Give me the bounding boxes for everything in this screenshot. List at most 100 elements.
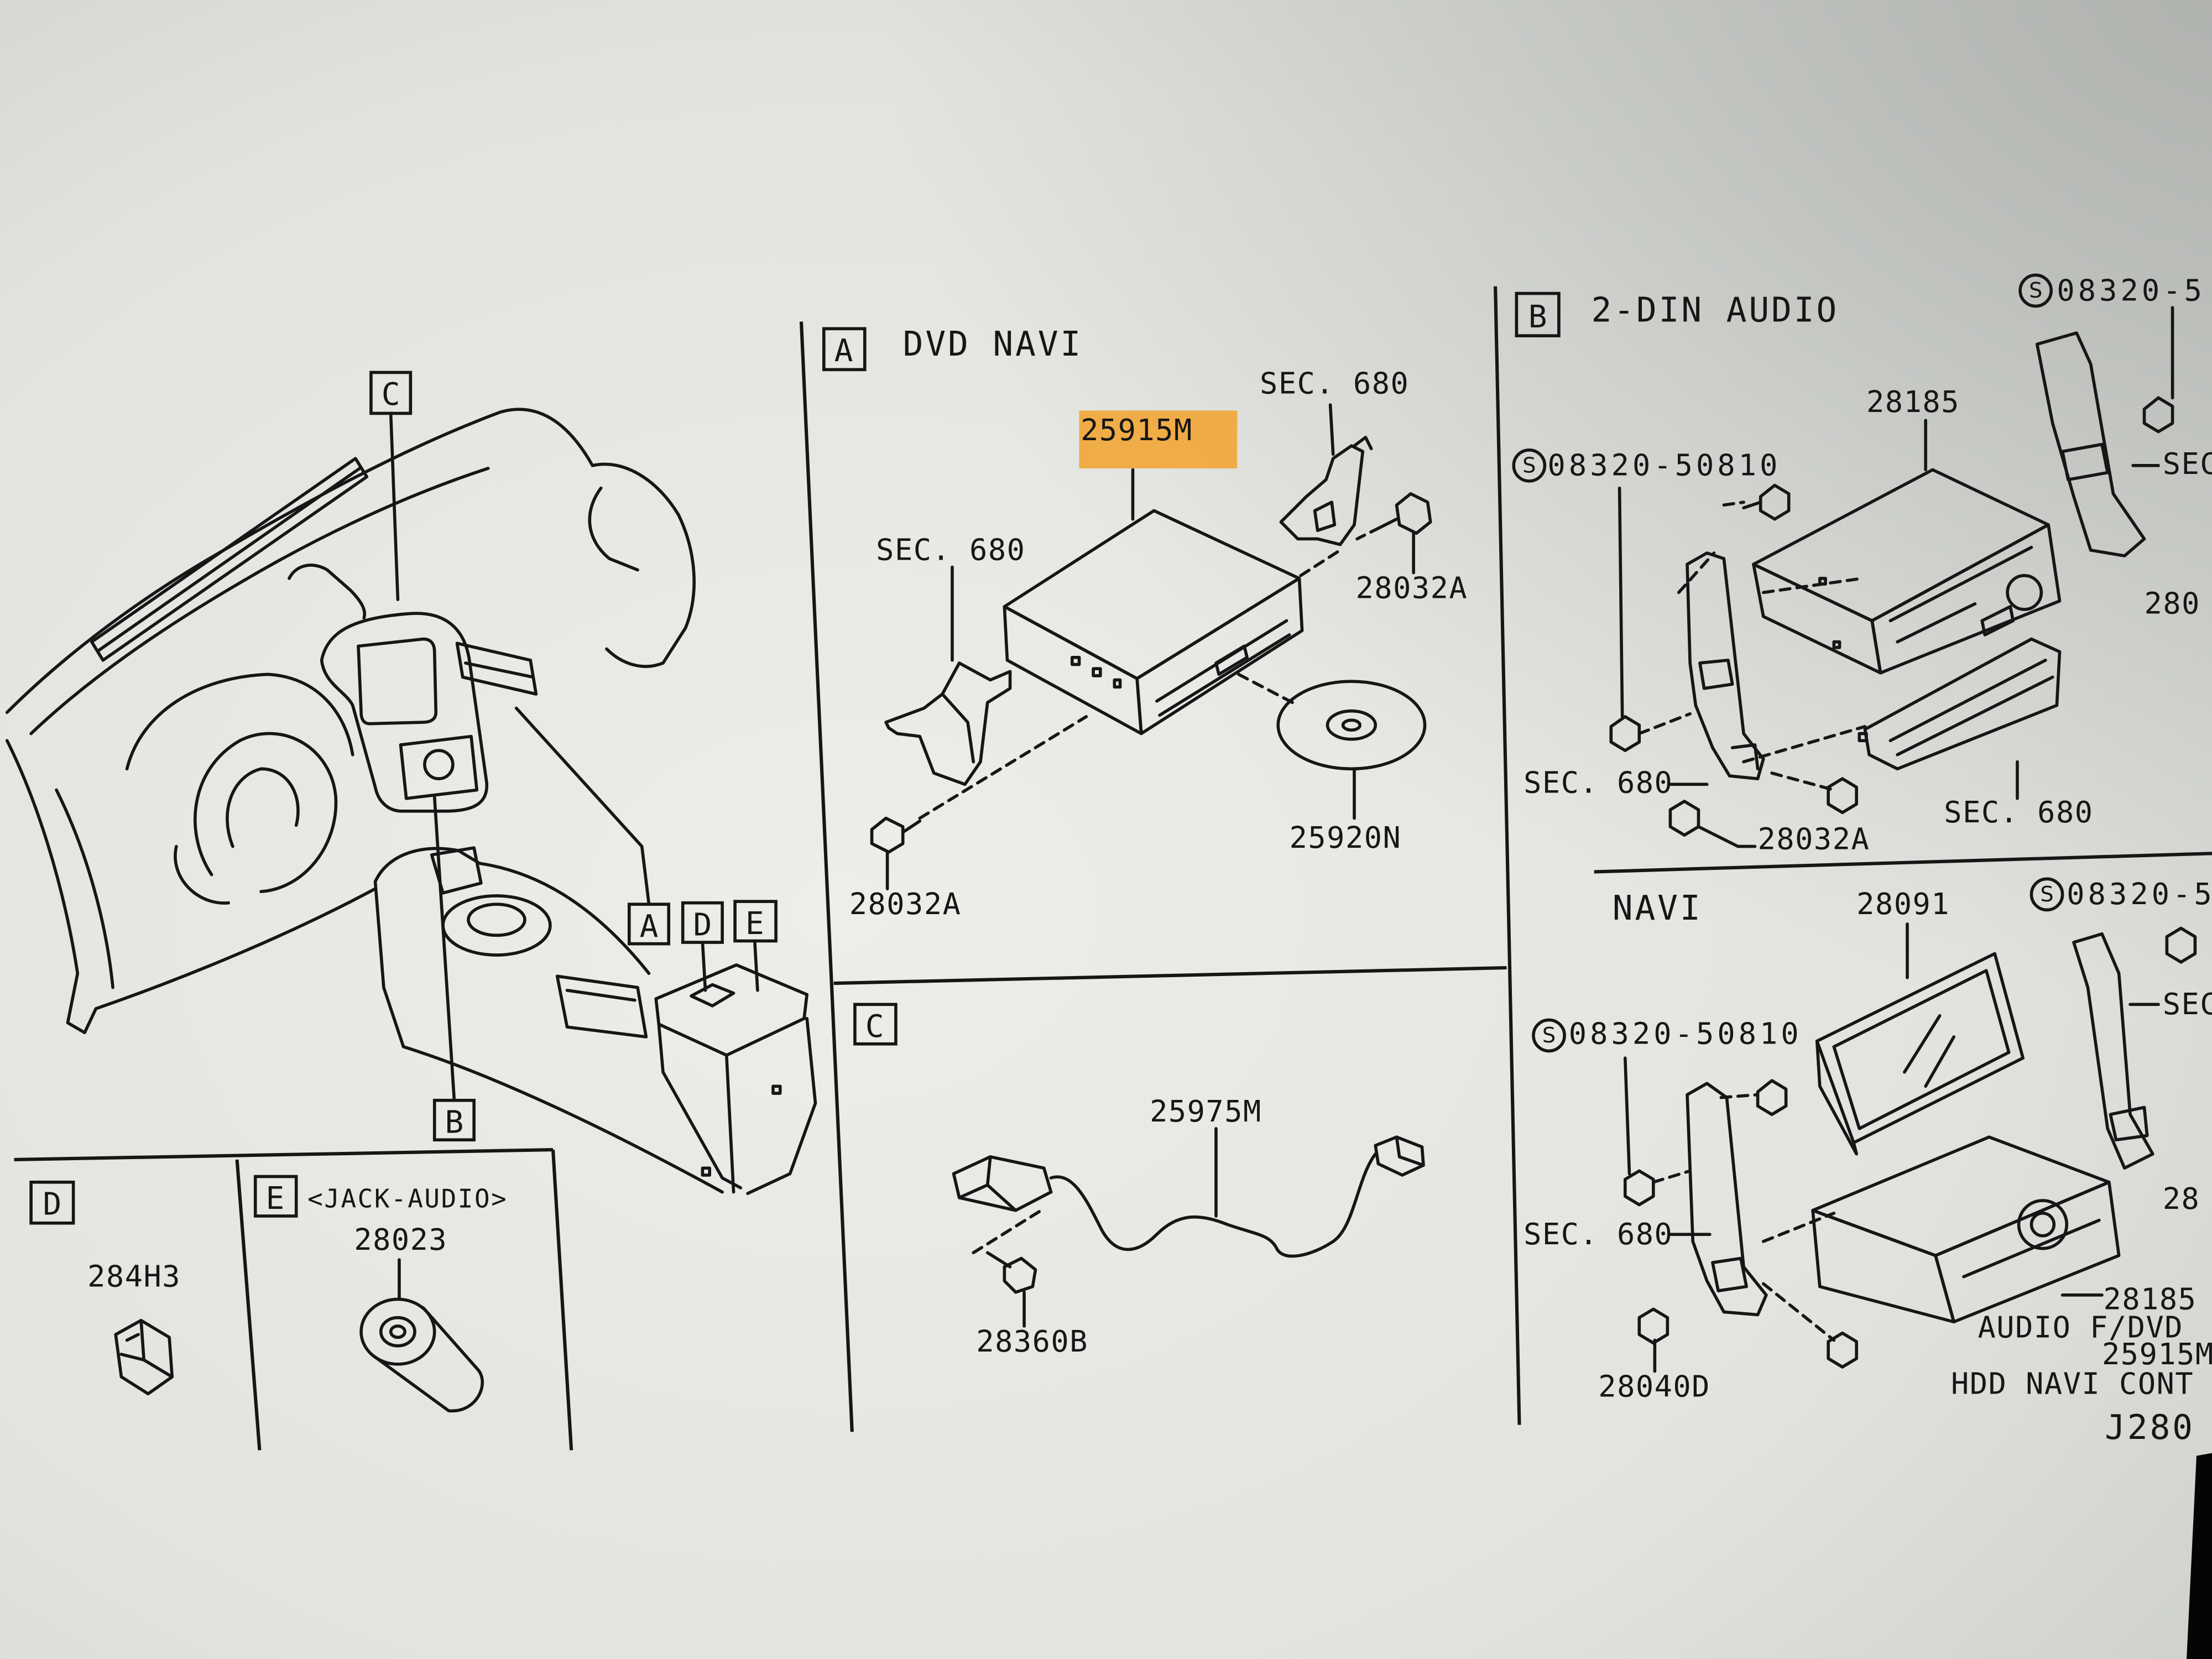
screw-symbol-circle <box>1532 1018 1566 1053</box>
console-top <box>373 847 651 975</box>
divider-din-navi <box>1594 852 2212 874</box>
console-box-right <box>746 1017 817 1195</box>
part-label-28360b: 28360B <box>976 1324 1088 1359</box>
audio-jack-ring <box>379 1316 416 1348</box>
part-label-08320-50810-din: 08320-50810 <box>1547 448 1781 483</box>
screw-right-drawing <box>1378 492 1432 535</box>
assembly-dashes-c <box>972 1208 1043 1255</box>
callout-d-box <box>681 901 724 944</box>
label-sec680-left-din: SEC. 680 <box>1524 765 1673 800</box>
mirror-sensor <box>288 564 367 620</box>
bracket-left-navi <box>1686 1082 1768 1317</box>
callout-c-label: C <box>382 377 400 413</box>
screw-symbol: S <box>2040 882 2053 907</box>
audio-unit-knob <box>2006 574 2043 611</box>
callout-a-label: A <box>640 909 659 945</box>
navi-display-screen <box>1832 969 2011 1130</box>
screw-symbol: S <box>1542 1023 1556 1048</box>
part-label-28023: 28023 <box>354 1222 447 1257</box>
leader-08320-50810-din <box>1618 486 1624 718</box>
section-b: B 2-DIN AUDIO S 08320-5 28185 S 08320-50… <box>1512 273 2212 1447</box>
label-sec680-left-navi: SEC. 680 <box>1524 1217 1673 1251</box>
figure-code: J280 <box>2105 1408 2195 1447</box>
dvd-disc <box>1276 680 1427 771</box>
label-sec680-lower: SEC. 680 <box>1944 795 2093 830</box>
label-sec-right-navi: SEC <box>2163 987 2212 1021</box>
part-label-08320-navi-right: 08320-5 <box>2067 877 2212 911</box>
screw-symbol: S <box>1522 453 1536 478</box>
audio-unit-marks <box>1818 577 1841 649</box>
section-e-letter: E <box>266 1181 285 1217</box>
leader-callout-b <box>432 795 456 1102</box>
dash-left-side <box>5 739 98 1035</box>
divider-a-c <box>833 966 1507 985</box>
dashboard-inner-edge <box>29 467 490 735</box>
part-label-08320-top-right: 08320-5 <box>2057 273 2205 307</box>
screw-drawings-din <box>1609 396 2174 837</box>
part-label-25915m-navi: 25915M <box>2102 1337 2212 1371</box>
section-e-box <box>253 1175 298 1218</box>
screw-28360b-drawing <box>985 1251 1037 1294</box>
leader-callout-e <box>753 939 759 992</box>
center-stack-controls <box>399 734 479 800</box>
leader-08320-50810-navi <box>1623 1056 1631 1176</box>
label-sec680-right: SEC. 680 <box>1260 366 1409 401</box>
steering-column <box>174 844 231 905</box>
dvd-unit-marks <box>1070 655 1122 689</box>
leader-28032a-din <box>1697 825 1757 848</box>
screw-left-drawing <box>870 816 922 854</box>
screw-symbol-circle <box>2030 877 2064 912</box>
console-box-marks <box>701 1084 782 1177</box>
center-stack-screen <box>357 637 438 726</box>
dash-lower-edge <box>94 887 377 1010</box>
callout-b-box <box>432 1098 476 1142</box>
console-box-front <box>724 1053 735 1194</box>
part-highlight <box>1079 410 1238 468</box>
lower-unit-drawing <box>1858 637 2062 771</box>
part-label-28032a-left: 28032A <box>849 886 962 921</box>
cupholder-inner <box>565 989 637 1002</box>
screw-symbol: S <box>2029 278 2042 303</box>
section-d-box <box>29 1180 75 1225</box>
harness-connector-left <box>952 1155 1053 1212</box>
navi-display-outer <box>1815 952 2025 1145</box>
navi-audio-knob <box>2017 1199 2069 1250</box>
bracket-right-navi <box>2072 932 2154 1170</box>
assembly-dashes-din <box>1637 500 1867 792</box>
section-c-letter: C <box>865 1009 884 1045</box>
divider-e-right <box>551 1149 573 1451</box>
console-base <box>401 1045 724 1194</box>
bracket-right-drawing <box>1279 436 1373 546</box>
part-label-28032a-right: 28032A <box>1356 571 1468 606</box>
section-c-box <box>853 1003 898 1046</box>
usb-connector-drawing <box>114 1318 174 1396</box>
defroster-vent <box>90 457 369 662</box>
section-a: A DVD NAVI 25915M SEC. 680 SEC. 680 2803… <box>822 325 1468 921</box>
section-c: C 25975M 28360B <box>853 1003 1425 1359</box>
glovebox-slot <box>455 641 538 696</box>
leader-sec680-right <box>1328 403 1335 456</box>
part-label-28185-navi: 28185 <box>2104 1281 2197 1316</box>
bracket-right-din <box>2035 331 2146 557</box>
part-label-28032a-din: 28032A <box>1758 822 1870 857</box>
section-e-title: <JACK-AUDIO> <box>307 1184 508 1214</box>
audio-unit-controls <box>1888 545 2033 644</box>
section-d-letter: D <box>43 1186 61 1222</box>
audio-unit-front <box>1870 523 2062 675</box>
steering-wheel <box>194 732 338 894</box>
note-hdd-navi-cont: HDD NAVI CONT <box>1951 1366 2194 1401</box>
center-stack-knob <box>423 749 455 780</box>
dvd-unit-front <box>1135 577 1304 735</box>
part-label-25915m: 25915M <box>1081 413 1193 447</box>
audio-jack-hole <box>389 1324 406 1339</box>
section-d: D 284H3 <box>29 1180 181 1396</box>
bracket-left-din <box>1686 551 1765 780</box>
harness-cable <box>1049 1152 1378 1258</box>
callout-e-label: E <box>745 906 764 942</box>
meter-hood <box>125 672 354 771</box>
bracket-left-drawing <box>884 661 1012 786</box>
part-label-284h3: 284H3 <box>87 1259 181 1294</box>
navi-audio-front <box>1934 1180 2121 1324</box>
assembly-dashes-a <box>918 526 1381 820</box>
